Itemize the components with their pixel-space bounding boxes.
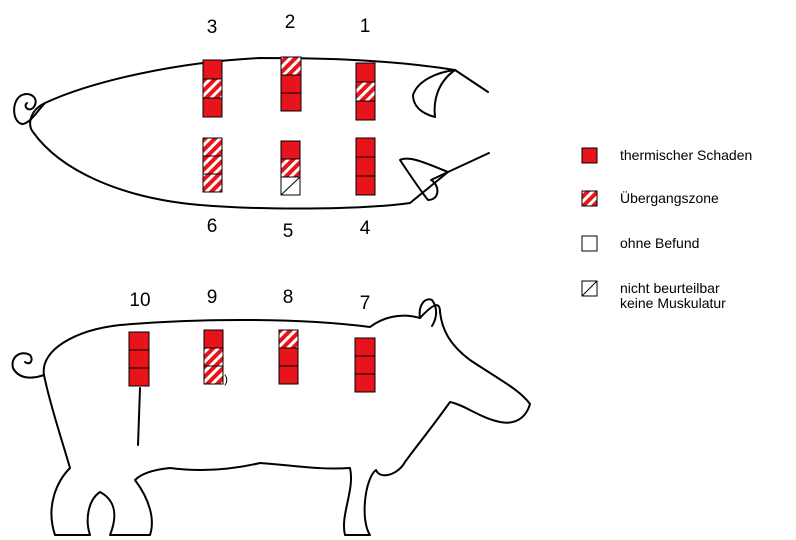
- pig-top-ear-lower: [400, 159, 448, 200]
- site-3-cell-1: [203, 60, 222, 79]
- pig-top-body-outline: [30, 58, 489, 209]
- site-2-cell-3: [281, 93, 301, 111]
- pig-top-ear-upper: [413, 70, 455, 117]
- site-5-cell-1: [281, 141, 300, 159]
- site-5: 5: [281, 141, 300, 242]
- site-9-cell-1: [204, 330, 223, 348]
- site-1-cell-1: [356, 63, 375, 82]
- pig-top-view: [14, 58, 489, 209]
- legend-label: thermischer Schaden: [620, 147, 752, 163]
- site-number: 1: [360, 16, 371, 37]
- site-6: 6: [203, 138, 222, 237]
- legend-item-damage: thermischer Schaden: [582, 147, 752, 163]
- site-7-cell-1: [355, 338, 375, 356]
- site-2-cell-2: [281, 75, 301, 93]
- site-9-cell-2: [204, 348, 223, 366]
- legend-label: ohne Befund: [620, 235, 699, 251]
- site-7: 7: [355, 293, 375, 392]
- legend-label: Übergangszone: [620, 189, 719, 206]
- site-1-cell-3: [356, 101, 375, 120]
- site-6-cell-1: [203, 138, 222, 156]
- site-9: 9): [204, 287, 228, 386]
- site-9-cell-3: [204, 366, 223, 384]
- site-number: 9: [207, 287, 218, 308]
- site-2-cell-1: [281, 57, 301, 75]
- site-7-cell-3: [355, 374, 375, 392]
- site-1-cell-2: [356, 82, 375, 101]
- site-8-cell-2: [279, 348, 298, 366]
- pig-top-tail: [14, 94, 45, 124]
- site-10-cell-2: [129, 350, 149, 368]
- site-10: 10: [129, 290, 151, 386]
- legend-swatch-normal: [582, 236, 597, 251]
- site-4-cell-2: [356, 157, 375, 176]
- site-4-cell-3: [356, 176, 375, 195]
- site-number: 4: [360, 218, 371, 239]
- pig-side-ear: [420, 299, 436, 326]
- site-number: 10: [129, 290, 150, 311]
- site-4-cell-1: [356, 138, 375, 157]
- legend-item-normal: ohne Befund: [582, 235, 699, 251]
- site-10-cell-3: [129, 368, 149, 386]
- site-3-cell-3: [203, 98, 222, 117]
- pig-side-view: [13, 299, 530, 535]
- site-number: 7: [360, 293, 371, 314]
- site-number: 6: [207, 216, 218, 237]
- site-2: 2: [281, 12, 301, 111]
- site-3: 3: [203, 17, 222, 117]
- site-3-cell-2: [203, 79, 222, 98]
- site-8-cell-3: [279, 366, 298, 384]
- site-number: 2: [285, 12, 296, 33]
- site-number: 5: [283, 221, 294, 242]
- legend-item-transition: Übergangszone: [582, 189, 719, 206]
- pig-side-tail: [13, 353, 44, 377]
- pig-side-leg-line: [138, 388, 140, 445]
- site-7-cell-2: [355, 356, 375, 374]
- site-10-cell-1: [129, 332, 149, 350]
- site-1: 1: [356, 16, 375, 120]
- legend-label: nicht beurteilbar: [620, 280, 720, 296]
- site-5-cell-2: [281, 159, 300, 177]
- site-number: 3: [207, 17, 218, 38]
- site-4: 4: [356, 138, 375, 239]
- site-8-cell-1: [279, 330, 298, 348]
- site-6-cell-3: [203, 174, 222, 192]
- legend-label-line2: keine Muskulatur: [620, 295, 726, 311]
- site-number: 8: [283, 287, 294, 308]
- site-6-cell-2: [203, 156, 222, 174]
- legend-swatch-transition: [582, 191, 597, 206]
- site-8: 8: [279, 287, 298, 384]
- site-note: ): [224, 372, 228, 386]
- legend-swatch-damage: [582, 148, 597, 163]
